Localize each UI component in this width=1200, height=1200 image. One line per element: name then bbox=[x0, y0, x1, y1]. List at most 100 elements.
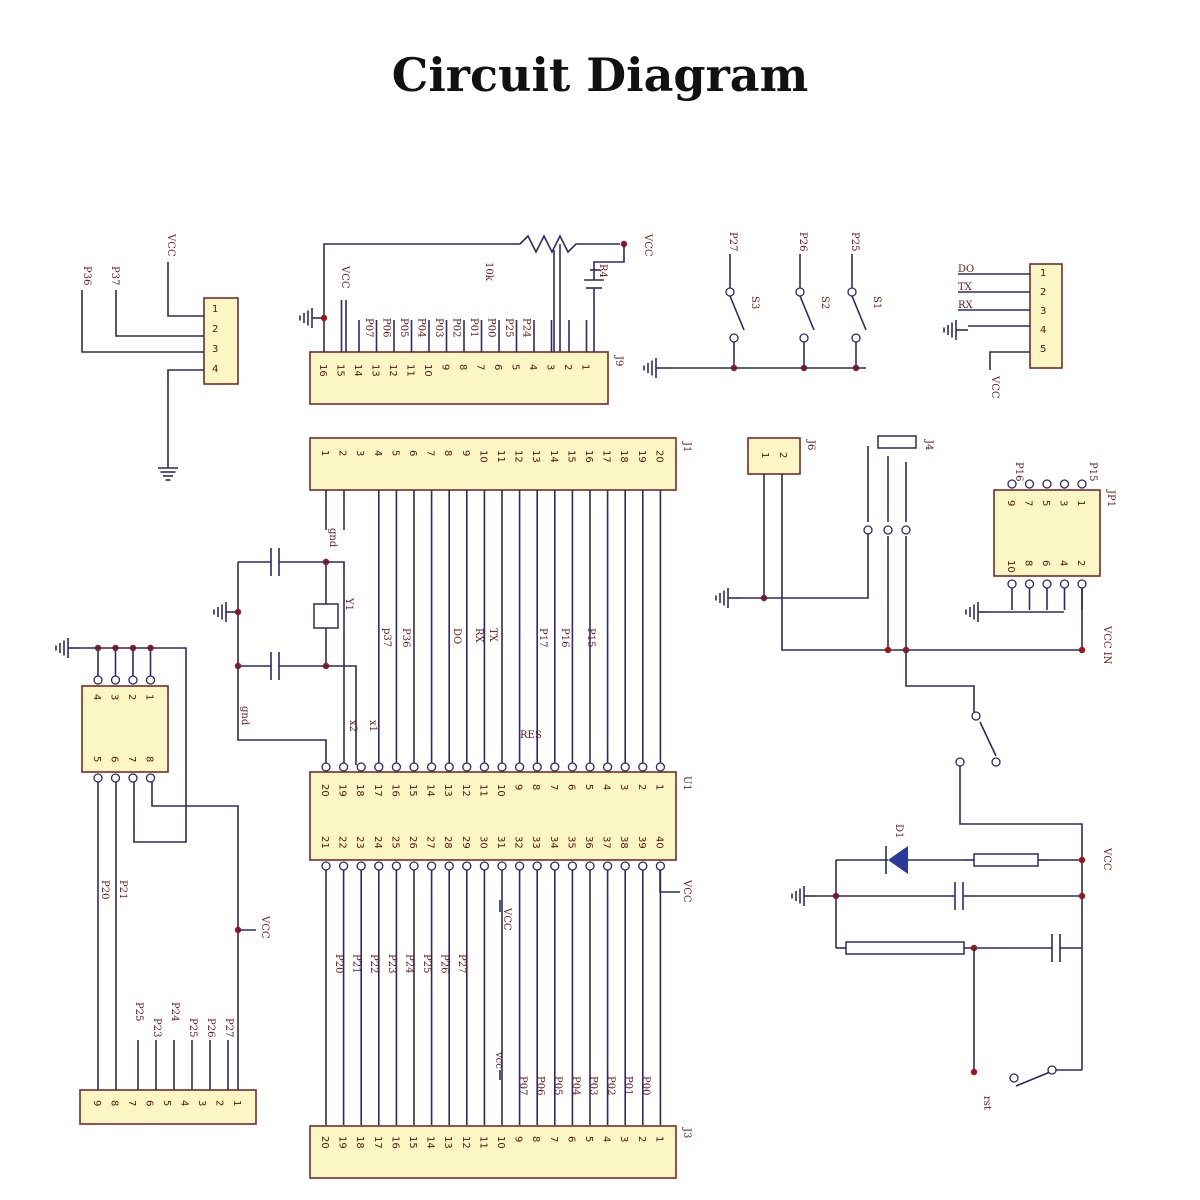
pin-number: 39 bbox=[636, 836, 647, 849]
net-label: p37 bbox=[381, 628, 392, 647]
pin-number: 9 bbox=[91, 1100, 102, 1106]
net-label: P01 bbox=[623, 1076, 634, 1095]
net-label: P15 bbox=[585, 628, 596, 647]
pin-number: 6 bbox=[407, 450, 418, 456]
wire bbox=[781, 474, 1082, 651]
net-label: P07 bbox=[517, 1076, 528, 1095]
net-label: P06 bbox=[381, 318, 392, 337]
pin-number: 28 bbox=[442, 836, 453, 849]
pin-number: 9 bbox=[460, 450, 471, 456]
pin-number: 36 bbox=[583, 836, 594, 849]
pin-number: 5 bbox=[1040, 500, 1051, 506]
pin-terminal bbox=[426, 861, 437, 871]
pin-number: 40 bbox=[653, 836, 664, 849]
net-label: RX bbox=[958, 300, 974, 311]
switch-icon bbox=[979, 721, 997, 757]
pin-number: 1 bbox=[212, 304, 218, 315]
pin-terminal bbox=[532, 861, 542, 871]
pin-number: 8 bbox=[457, 364, 468, 370]
pin-number: 4 bbox=[179, 1100, 190, 1106]
pin-number: 14 bbox=[352, 364, 363, 377]
pin-number: 5 bbox=[389, 450, 400, 456]
pin-terminal bbox=[638, 861, 648, 871]
net-label: P07 bbox=[363, 318, 374, 337]
net-label: RX bbox=[473, 628, 484, 644]
pin-terminal bbox=[1042, 479, 1052, 489]
pin-terminal bbox=[1077, 579, 1087, 589]
pin-terminal bbox=[550, 861, 560, 871]
connector-10pin bbox=[79, 1089, 257, 1125]
pin-number: 6 bbox=[109, 756, 120, 762]
pin-number: 3 bbox=[109, 694, 120, 700]
pin-number: 4 bbox=[601, 784, 612, 790]
net-label: P02 bbox=[605, 1076, 616, 1095]
pin-terminal bbox=[426, 762, 437, 772]
pin-terminal bbox=[514, 861, 525, 871]
pin-number: 15 bbox=[407, 784, 418, 797]
pin-number: 7 bbox=[425, 450, 436, 456]
crystal-icon bbox=[313, 603, 339, 629]
net-label: P05 bbox=[398, 318, 409, 337]
pin-terminal bbox=[1047, 1065, 1057, 1075]
pin-terminal bbox=[991, 757, 1001, 767]
net-label: x2 bbox=[347, 720, 358, 732]
net-label: rst bbox=[981, 1096, 992, 1110]
net-label: P20 bbox=[333, 954, 344, 973]
pin-terminal bbox=[444, 861, 454, 871]
reference-designator: Y1 bbox=[343, 597, 354, 611]
switch-icon bbox=[729, 295, 745, 331]
net-label: gnd bbox=[239, 706, 250, 726]
net-label: P27 bbox=[223, 1018, 234, 1037]
net-label: P36 bbox=[81, 266, 92, 285]
pin-number: 3 bbox=[618, 784, 629, 790]
pin-number: 8 bbox=[109, 1100, 120, 1106]
pin-number: 23 bbox=[354, 836, 365, 849]
pin-number: 14 bbox=[425, 784, 436, 797]
pin-terminal bbox=[356, 861, 366, 871]
pin-terminal bbox=[729, 333, 739, 343]
junction-dot bbox=[970, 1068, 978, 1076]
pin-number: 2 bbox=[636, 1136, 647, 1142]
pin-terminal bbox=[514, 762, 525, 772]
net-label: P22 bbox=[368, 954, 379, 973]
net-label: P05 bbox=[552, 1076, 563, 1095]
pin-number: 12 bbox=[387, 364, 398, 377]
net-label: VCC bbox=[165, 233, 176, 257]
pin-number: 3 bbox=[1040, 306, 1046, 317]
header-j1 bbox=[309, 437, 677, 491]
net-label: P24 bbox=[403, 954, 414, 973]
pin-terminal bbox=[321, 861, 331, 871]
pin-number: 14 bbox=[425, 1136, 436, 1149]
wire bbox=[989, 351, 1030, 370]
potentiometer-icon bbox=[519, 234, 620, 254]
pin-number: 32 bbox=[513, 836, 524, 849]
pin-terminal bbox=[110, 675, 121, 685]
pin-number: 2 bbox=[1040, 287, 1046, 298]
pin-number: 4 bbox=[212, 364, 218, 375]
pin-number: 1 bbox=[144, 694, 155, 700]
pin-terminal bbox=[1024, 479, 1035, 489]
pin-number: 17 bbox=[372, 1136, 383, 1149]
pin-number: 9 bbox=[513, 1136, 524, 1142]
reference-designator: J3 bbox=[681, 1127, 692, 1138]
pin-terminal bbox=[567, 762, 578, 772]
pin-number: 9 bbox=[440, 364, 451, 370]
wire bbox=[593, 244, 625, 280]
net-label: P06 bbox=[535, 1076, 546, 1095]
pin-terminal bbox=[620, 762, 630, 772]
reference-designator: JP1 bbox=[1105, 489, 1116, 507]
pin-terminal bbox=[1007, 579, 1017, 589]
pin-terminal bbox=[955, 757, 965, 767]
pin-terminal bbox=[338, 861, 349, 871]
resistor-icon bbox=[845, 941, 965, 955]
pin-number: 38 bbox=[618, 836, 629, 849]
pin-terminal bbox=[409, 762, 419, 772]
pin-terminal bbox=[585, 762, 595, 772]
pin-number: 19 bbox=[337, 784, 348, 797]
wire bbox=[151, 782, 239, 1090]
pin-terminal bbox=[93, 773, 103, 783]
net-label: gnd bbox=[327, 528, 338, 548]
pin-number: 3 bbox=[1058, 500, 1069, 506]
pin-number: 18 bbox=[618, 450, 629, 463]
pin-terminal bbox=[1059, 479, 1070, 489]
